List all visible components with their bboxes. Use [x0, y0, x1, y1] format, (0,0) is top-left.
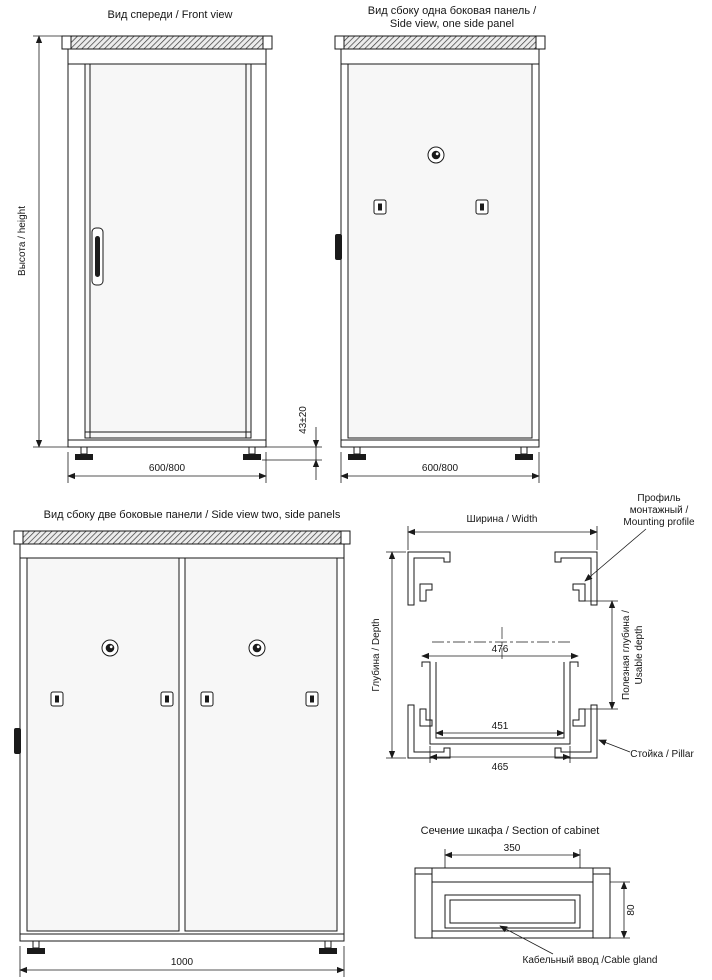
side-panel-right	[184, 557, 338, 932]
mounting-profile-callout: Профиль монтажный / Mounting profile	[584, 492, 695, 582]
cabinet-base-section: Сечение шкафа / Section of cabinet 350 8…	[414, 825, 658, 966]
frame-profile-top-right	[554, 551, 598, 606]
dim-476-label: 476	[492, 644, 509, 655]
front-height-dimension: Высота / height	[17, 35, 68, 448]
side-two-roof-grille	[13, 530, 351, 545]
front-view-title: Вид спереди / Front view	[108, 9, 233, 21]
corner-frame-profiles	[407, 551, 598, 759]
grille-end-cap	[334, 35, 345, 50]
frame-profile-top-left	[407, 551, 451, 606]
grille-end-cap	[262, 35, 273, 50]
pillar-label: Стойка / Pillar	[630, 749, 694, 760]
door-handle-edge	[335, 234, 342, 260]
grille-end-cap	[535, 35, 546, 50]
side-one-title-ru: Вид сбоку одна боковая панель /	[368, 5, 537, 17]
mounting-profile-label-2: монтажный /	[630, 505, 689, 516]
height-dimension-label: Высота / height	[17, 206, 28, 276]
side-two-width-dimension-label: 1000	[171, 957, 194, 968]
usable-depth-label-ru: Полезная глубина /	[620, 610, 632, 700]
side-one-width-dimension: 600/800	[340, 452, 540, 483]
foot-height-dimension-label: 43±20	[298, 406, 309, 434]
section-width-dimension: Ширина / Width	[407, 514, 598, 550]
panel-lock	[248, 639, 266, 657]
usable-depth-label-en: Usable depth	[634, 626, 645, 685]
front-cabinet-body	[67, 48, 267, 448]
flange-width-dimension: 476	[421, 644, 579, 660]
dim-80-label: 80	[626, 904, 637, 916]
side-view-one-panel: Вид сбоку одна боковая панель / Side vie…	[334, 5, 546, 483]
base-section-drawing	[414, 867, 611, 939]
mounting-profile-leader	[584, 528, 647, 582]
levelling-foot	[74, 446, 94, 461]
channel-inner-dimension: 451	[435, 721, 565, 737]
front-door	[84, 63, 252, 439]
frame-profile-bottom-right	[554, 704, 598, 759]
panel-lock	[101, 639, 119, 657]
levelling-foot	[514, 446, 534, 461]
cable-gland-callout: Кабельный ввод /Cable gland	[499, 925, 658, 966]
base-height-dimension: 80	[610, 881, 637, 939]
grille-end-cap	[340, 530, 351, 545]
side-one-title-en: Side view, one side panel	[390, 18, 514, 30]
pillar-leader	[598, 739, 631, 753]
panel-latch	[200, 691, 214, 707]
levelling-foot	[26, 940, 46, 955]
grille-end-cap	[13, 530, 24, 545]
cable-gland-leader	[499, 925, 554, 955]
section-width-label: Ширина / Width	[467, 514, 538, 525]
panel-latch	[305, 691, 319, 707]
side-view-two-panels: Вид сбоку две боковые панели / Side view…	[13, 509, 351, 977]
section-depth-label: Глубина / Depth	[370, 618, 382, 691]
cabinet-section-title: Сечение шкафа / Section of cabinet	[421, 825, 600, 837]
mounting-profile-label-3: Mounting profile	[623, 517, 695, 528]
side-panel	[347, 63, 533, 439]
usable-depth-dimension: Полезная глубина / Usable depth	[585, 600, 645, 710]
panel-latch	[373, 199, 387, 215]
mounting-profile-bottom-right	[572, 708, 586, 727]
panel-lock	[427, 146, 445, 164]
cable-gland-label: Кабельный ввод /Cable gland	[523, 954, 658, 966]
mounting-profile-label-1: Профиль	[637, 492, 680, 504]
channel-outer-dimension: 465	[429, 746, 571, 773]
side-one-width-dimension-label: 600/800	[422, 463, 459, 474]
side-two-cabinet-body	[14, 543, 345, 942]
panel-latch	[475, 199, 489, 215]
side-panel-left	[26, 557, 180, 932]
front-width-dimension-label: 600/800	[149, 463, 186, 474]
mounting-profile-top-left	[419, 583, 433, 602]
pillar-callout: Стойка / Pillar	[598, 739, 694, 760]
mounting-profile-top-right	[572, 583, 586, 602]
front-width-dimension: 600/800	[67, 452, 267, 483]
front-view: Вид спереди / Front view Высота /	[17, 9, 322, 483]
dim-465-label: 465	[492, 762, 509, 773]
grille-end-cap	[61, 35, 72, 50]
side-one-roof-grille	[334, 35, 546, 50]
dim-350-label: 350	[504, 843, 521, 854]
front-foot-height-dimension: 43±20	[262, 406, 322, 480]
side-one-cabinet-body	[335, 48, 540, 448]
levelling-foot	[347, 446, 367, 461]
levelling-foot	[242, 446, 262, 461]
side-two-width-dimension: 1000	[19, 946, 345, 977]
front-roof-grille	[61, 35, 273, 50]
panel-latch	[50, 691, 64, 707]
dim-451-label: 451	[492, 721, 509, 732]
horizontal-cross-section: Ширина / Width Глубина / Depth 476	[370, 492, 695, 773]
frame-profile-bottom-left	[407, 704, 451, 759]
levelling-foot	[318, 940, 338, 955]
mounting-profile-bottom-left	[419, 708, 433, 727]
door-handle-edge	[14, 728, 21, 754]
bottom-channel-profile	[421, 661, 579, 745]
door-handle	[91, 227, 104, 286]
side-two-title: Вид сбоку две боковые панели / Side view…	[44, 509, 341, 521]
section-depth-dimension: Глубина / Depth	[370, 551, 406, 759]
panel-latch	[160, 691, 174, 707]
